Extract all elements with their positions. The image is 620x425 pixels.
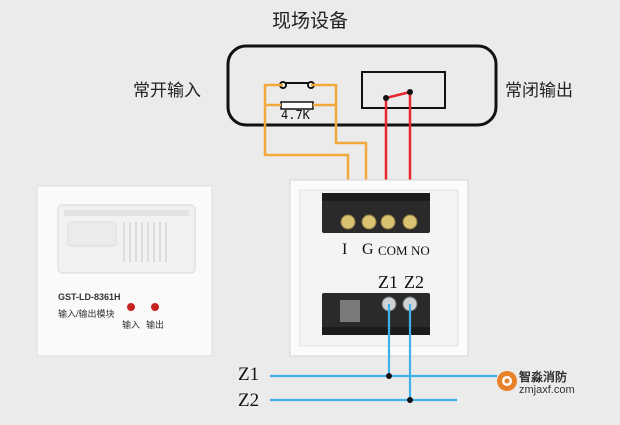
bus-wires [270,304,497,402]
terminal-label-z2: Z2 [404,272,424,292]
output-led [151,303,159,311]
normally-closed-output-label: 常闭输出 [505,81,573,101]
bus-junction-z2 [407,397,413,403]
led-label-input: 输入 [122,320,141,330]
normally-open-input-label: 常开输入 [133,81,201,101]
bus-label-z1: Z1 [238,364,260,385]
upper-screws [340,214,418,230]
terminal-label-g: G [362,241,374,258]
bus-junction-z1 [386,373,392,379]
watermark-url: zmjaxf.com [519,384,575,396]
watermark-brand: 智淼消防 [519,370,568,384]
relay-contact-right [407,89,413,95]
relay-contact-left [383,95,389,101]
terminal-label-com: COM [378,243,408,258]
brand-logo [497,371,517,391]
terminal-label-i: I [342,241,348,258]
product-name: 输入/输出模块 [58,309,115,319]
module-photo [36,185,213,357]
terminal-label-z1: Z1 [378,272,398,292]
bus-label-z2: Z2 [238,390,260,411]
resistor-value: 4.7K [281,108,310,122]
output-relay-box [361,71,446,109]
led-label-output: 输出 [146,320,165,330]
input-led [127,303,135,311]
field-device-title: 现场设备 [271,10,348,32]
switch-contact [279,81,315,89]
product-model: GST-LD-8361H [58,292,121,302]
field-device-box [226,44,498,127]
terminal-module [289,179,469,357]
terminal-label-no: NO [411,243,430,258]
